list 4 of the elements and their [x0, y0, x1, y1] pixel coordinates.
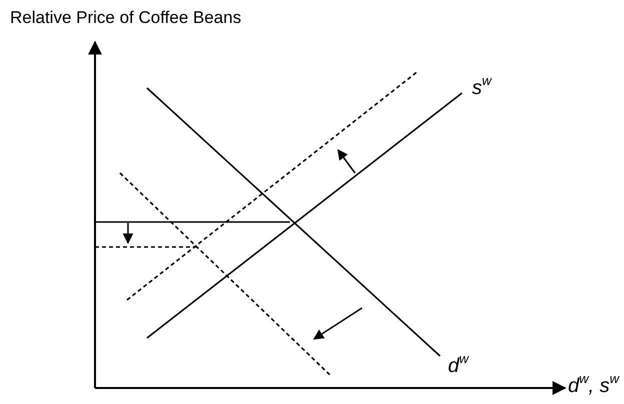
curve-label: s$^{w}$ [472, 74, 492, 98]
axis-title: Relative Price of Coffee Beans [10, 9, 242, 26]
curve-label: d$^{w}$ [448, 352, 469, 376]
axis-label: d$^{w}$, s$^{w}$ [568, 372, 620, 396]
